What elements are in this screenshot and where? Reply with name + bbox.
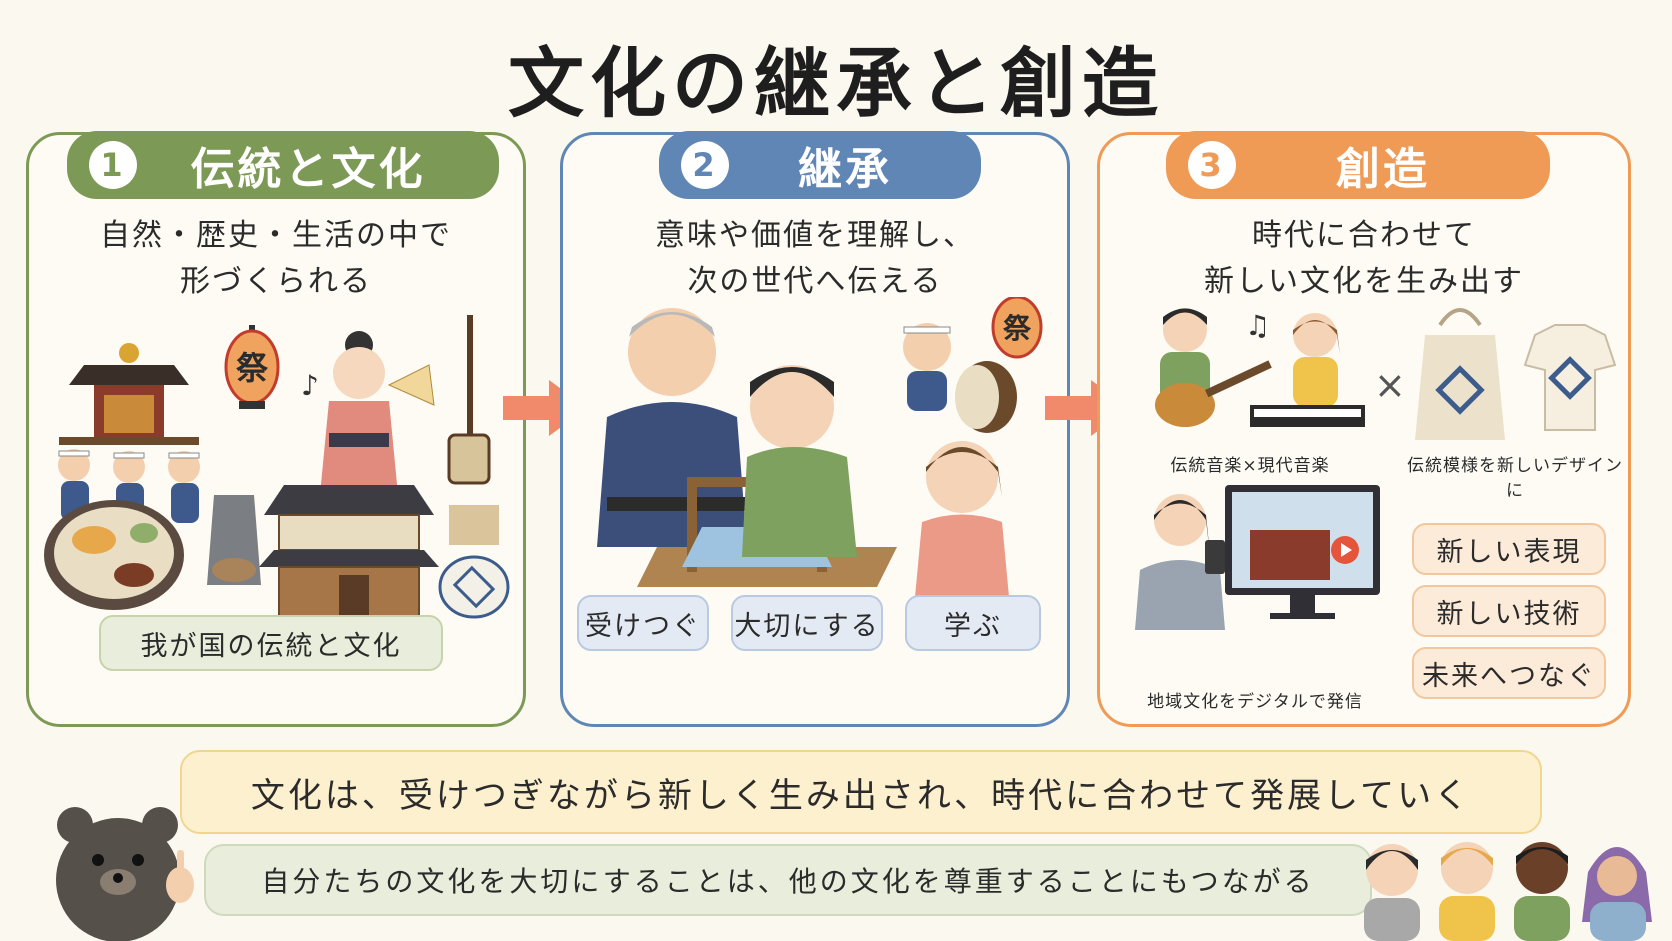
caption-pattern-design: 伝統模様を新しいデザインに <box>1407 456 1623 501</box>
play-icon <box>1341 543 1352 557</box>
tag-learn: 学ぶ <box>905 595 1041 651</box>
tag-our-country-tradition: 我が国の伝統と文化 <box>99 615 443 671</box>
weaving-lesson-illustration: 祭 <box>597 297 1043 597</box>
digital-broadcast-illustration <box>1135 485 1380 630</box>
traditional-house-icon <box>259 485 439 618</box>
monitor-icon <box>1225 485 1380 619</box>
panel-creation-description: 時代に合わせて 新しい文化を生み出す <box>1204 218 1524 299</box>
lantern-icon: 祭 <box>224 325 280 409</box>
step-number-badge: 2 <box>681 141 729 189</box>
kimono-woman-icon <box>319 331 435 505</box>
music-fusion-illustration: ♫ <box>1155 308 1365 427</box>
panel-tradition-description: 自然・歴史・生活の中で 形づくられる <box>100 218 452 299</box>
speech-bubble: 自分たちの文化を大切にすることは、他の文化を尊重することにもつながる <box>204 844 1372 916</box>
lantern-icon: 祭 <box>991 297 1043 359</box>
grandfather-icon <box>597 308 747 547</box>
smartphone-user-icon <box>1135 494 1225 630</box>
pottery-icon <box>438 505 510 619</box>
tag-new-expression: 新しい表現 <box>1412 523 1606 575</box>
panel-creation-title: 創造 <box>1336 144 1430 195</box>
teapot-icon <box>207 495 261 585</box>
girl-icon <box>915 441 1009 597</box>
tag-connect-future: 未来へつなぐ <box>1412 647 1606 699</box>
tag-inherit: 受けつぐ <box>577 595 709 651</box>
drummer-icon <box>903 323 1017 433</box>
panel-creation-header: 3 創造 <box>1166 131 1550 199</box>
panel-creation: 3 創造 時代に合わせて 新しい文化を生み出す ♫ 伝統音楽×現代音楽 × <box>1097 131 1631 727</box>
diverse-children-icon <box>1364 842 1652 941</box>
child-2-icon <box>1439 842 1495 941</box>
t-shirt-icon <box>1523 324 1617 431</box>
panel-tradition-title: 伝統と文化 <box>190 144 426 195</box>
panel-inheritance-description: 意味や価値を理解し、 次の世代へ伝える <box>655 218 975 299</box>
music-note-icon: ♪ <box>301 369 319 402</box>
pattern-design-illustration <box>1415 308 1617 440</box>
panel-inheritance: 2 継承 意味や価値を理解し、 次の世代へ伝える <box>560 131 1070 727</box>
guitar-player-icon <box>1155 308 1272 427</box>
step-number-badge: 3 <box>1188 141 1236 189</box>
music-note-icon: ♫ <box>1245 309 1270 342</box>
japanese-food-icon <box>44 500 184 610</box>
bear-mascot-icon <box>56 807 194 941</box>
step-number-badge: 1 <box>89 141 137 189</box>
panel-tradition: 1 伝統と文化 自然・歴史・生活の中で 形づくられる 祭 <box>26 131 526 727</box>
cross-icon: × <box>1374 363 1406 407</box>
caption-music-fusion: 伝統音楽×現代音楽 <box>1170 456 1330 476</box>
child-3-icon <box>1514 842 1570 941</box>
boy-icon <box>742 365 857 557</box>
panel-inheritance-header: 2 継承 <box>659 131 981 199</box>
panel-tradition-header: 1 伝統と文化 <box>67 131 499 199</box>
summary-banner: 文化は、受けつぎながら新しく生み出され、時代に合わせて発展していく <box>180 750 1542 834</box>
daily-life-illustration <box>44 485 510 619</box>
tag-cherish: 大切にする <box>731 595 883 651</box>
panel-inheritance-title: 継承 <box>798 144 892 195</box>
caption-digital-broadcast: 地域文化をデジタルで発信 <box>1147 692 1363 712</box>
svg-text:祭: 祭 <box>236 349 269 387</box>
child-1-icon <box>1364 844 1420 941</box>
shamisen-icon <box>447 315 491 485</box>
keyboard-player-icon <box>1250 313 1365 427</box>
tag-new-technology: 新しい技術 <box>1412 585 1606 637</box>
mikoshi-icon <box>59 343 199 445</box>
child-4-icon <box>1582 847 1652 941</box>
page-title: 文化の継承と創造 <box>508 39 1164 128</box>
festival-illustration: 祭 ♪ <box>58 315 491 523</box>
svg-text:祭: 祭 <box>1003 312 1032 345</box>
tote-bag-icon <box>1415 308 1505 440</box>
